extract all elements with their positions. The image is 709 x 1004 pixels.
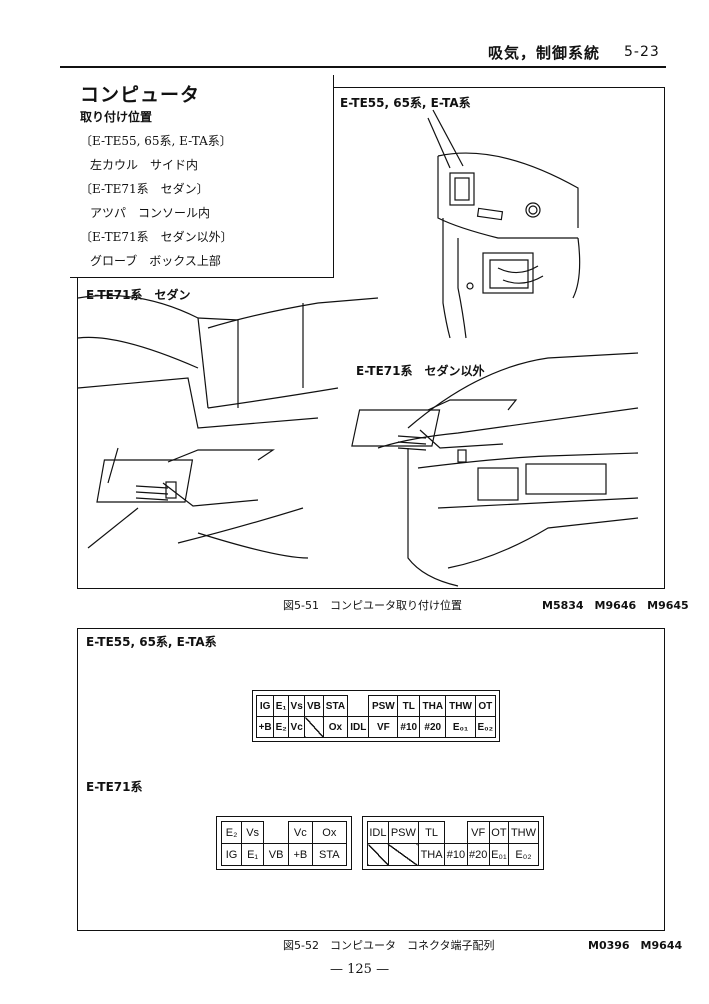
terminal: +B <box>255 716 275 738</box>
figure2-codes: M0396 M9644 <box>588 939 683 952</box>
location-place-2: アツパ コンソール内 <box>90 206 211 220</box>
terminal: E₀₂ <box>507 843 540 866</box>
figure1-label-left: E-TE71系 セダン <box>86 288 191 302</box>
terminal: VF <box>466 821 490 844</box>
figure2-frame <box>77 628 665 931</box>
terminal: IDL <box>347 716 370 738</box>
terminal: IDL <box>367 821 389 844</box>
terminal: VF <box>368 716 399 738</box>
terminal: IG <box>220 843 243 866</box>
terminal: THA <box>417 843 446 866</box>
terminal: STA <box>322 695 349 717</box>
header-title: 吸気，制御系統 <box>488 44 601 62</box>
text-panel <box>70 75 334 278</box>
terminal: PSW <box>368 695 399 717</box>
terminal: Vc <box>288 821 313 844</box>
terminal-gap <box>263 821 290 844</box>
terminal: E₂ <box>273 716 290 738</box>
figure1-codes: M5834 M9646 M9645 <box>542 599 689 612</box>
terminal: VB <box>263 843 290 866</box>
connector-b2: IDL PSW TL VF OT THW THA #10 #20 E₀₁ E₀₂ <box>367 821 540 866</box>
terminal: +B <box>288 843 313 866</box>
terminal: THW <box>445 695 476 717</box>
figure2-label-a: E-TE55, 65系, E-TA系 <box>86 635 217 649</box>
terminal: TL <box>397 695 421 717</box>
terminal: PSW <box>387 821 419 844</box>
connector-b1: E₂ Vs Vc Ox IG E₁ VB +B STA <box>220 821 348 866</box>
location-model-2: 〔E-TE71系 セダン〕 <box>80 182 209 196</box>
terminal: E₁ <box>273 695 290 717</box>
terminal: IG <box>255 695 275 717</box>
figure2-caption: 図5-52 コンピユータ コネクタ端子配列 <box>283 939 495 952</box>
connector-b1-row-1: E₂ Vs Vc Ox <box>220 821 348 844</box>
connector-a-housing <box>252 690 500 742</box>
connector-b1-row-2: IG E₁ VB +B STA <box>220 843 348 866</box>
figure1-frame <box>77 87 665 589</box>
connector-b1-housing <box>216 816 352 870</box>
terminal-empty <box>367 843 389 866</box>
terminal: Ox <box>311 821 348 844</box>
terminal: E₁ <box>241 843 265 866</box>
terminal: VB <box>304 695 324 717</box>
terminal: TL <box>417 821 446 844</box>
terminal: #10 <box>444 843 468 866</box>
header-page-ref: 5-23 <box>624 44 660 60</box>
figure2-label-b: E-TE71系 <box>86 780 143 794</box>
connector-a-row-2: +B E₂ Vc Ox IDL VF #10 #20 E₀₁ E₀₂ <box>255 716 497 738</box>
terminal: OT <box>474 695 497 717</box>
terminal: Vs <box>241 821 265 844</box>
connector-b2-housing <box>362 816 544 870</box>
terminal: Vs <box>288 695 306 717</box>
section-subtitle: 取り付け位置 <box>80 110 153 124</box>
figure1-label-lower-right: E-TE71系 セダン以外 <box>356 364 485 378</box>
page-number: — 125 — <box>330 962 390 977</box>
connector-a-row-1: IG E₁ Vs VB STA PSW TL THA THW OT <box>255 695 497 717</box>
location-model-1: 〔E-TE55, 65系, E-TA系〕 <box>80 134 232 148</box>
figure1-caption: 図5-51 コンピユータ取り付け位置 <box>283 599 462 612</box>
terminal-key-slot <box>347 695 370 717</box>
terminal: E₀₁ <box>488 843 509 866</box>
connector-b2-row-1: IDL PSW TL VF OT THW <box>367 821 540 844</box>
figure1-illustration <box>78 109 639 587</box>
terminal: #20 <box>466 843 490 866</box>
figure1-label-top-right: E-TE55, 65系, E-TA系 <box>340 96 471 110</box>
terminal: E₀₁ <box>445 716 476 738</box>
header-rule <box>60 66 666 68</box>
terminal: Vc <box>288 716 306 738</box>
terminal: E₀₂ <box>474 716 497 738</box>
terminal: THW <box>507 821 540 844</box>
terminal: #20 <box>419 716 447 738</box>
location-place-3: グローブ ボックス上部 <box>90 254 221 268</box>
terminal-empty <box>304 716 324 738</box>
terminal: #10 <box>397 716 421 738</box>
location-model-3: 〔E-TE71系 セダン以外〕 <box>80 230 233 244</box>
terminal: E₂ <box>220 821 243 844</box>
location-place-1: 左カウル サイド内 <box>90 158 199 172</box>
terminal: Ox <box>322 716 349 738</box>
terminal: THA <box>419 695 447 717</box>
terminal-gap <box>444 821 468 844</box>
terminal: STA <box>311 843 348 866</box>
terminal: OT <box>488 821 509 844</box>
connector-b2-row-2: THA #10 #20 E₀₁ E₀₂ <box>367 843 540 866</box>
section-title: コンピュータ <box>80 84 201 106</box>
terminal-empty <box>387 843 419 866</box>
connector-a: IG E₁ Vs VB STA PSW TL THA THW OT +B E₂ … <box>255 695 497 738</box>
